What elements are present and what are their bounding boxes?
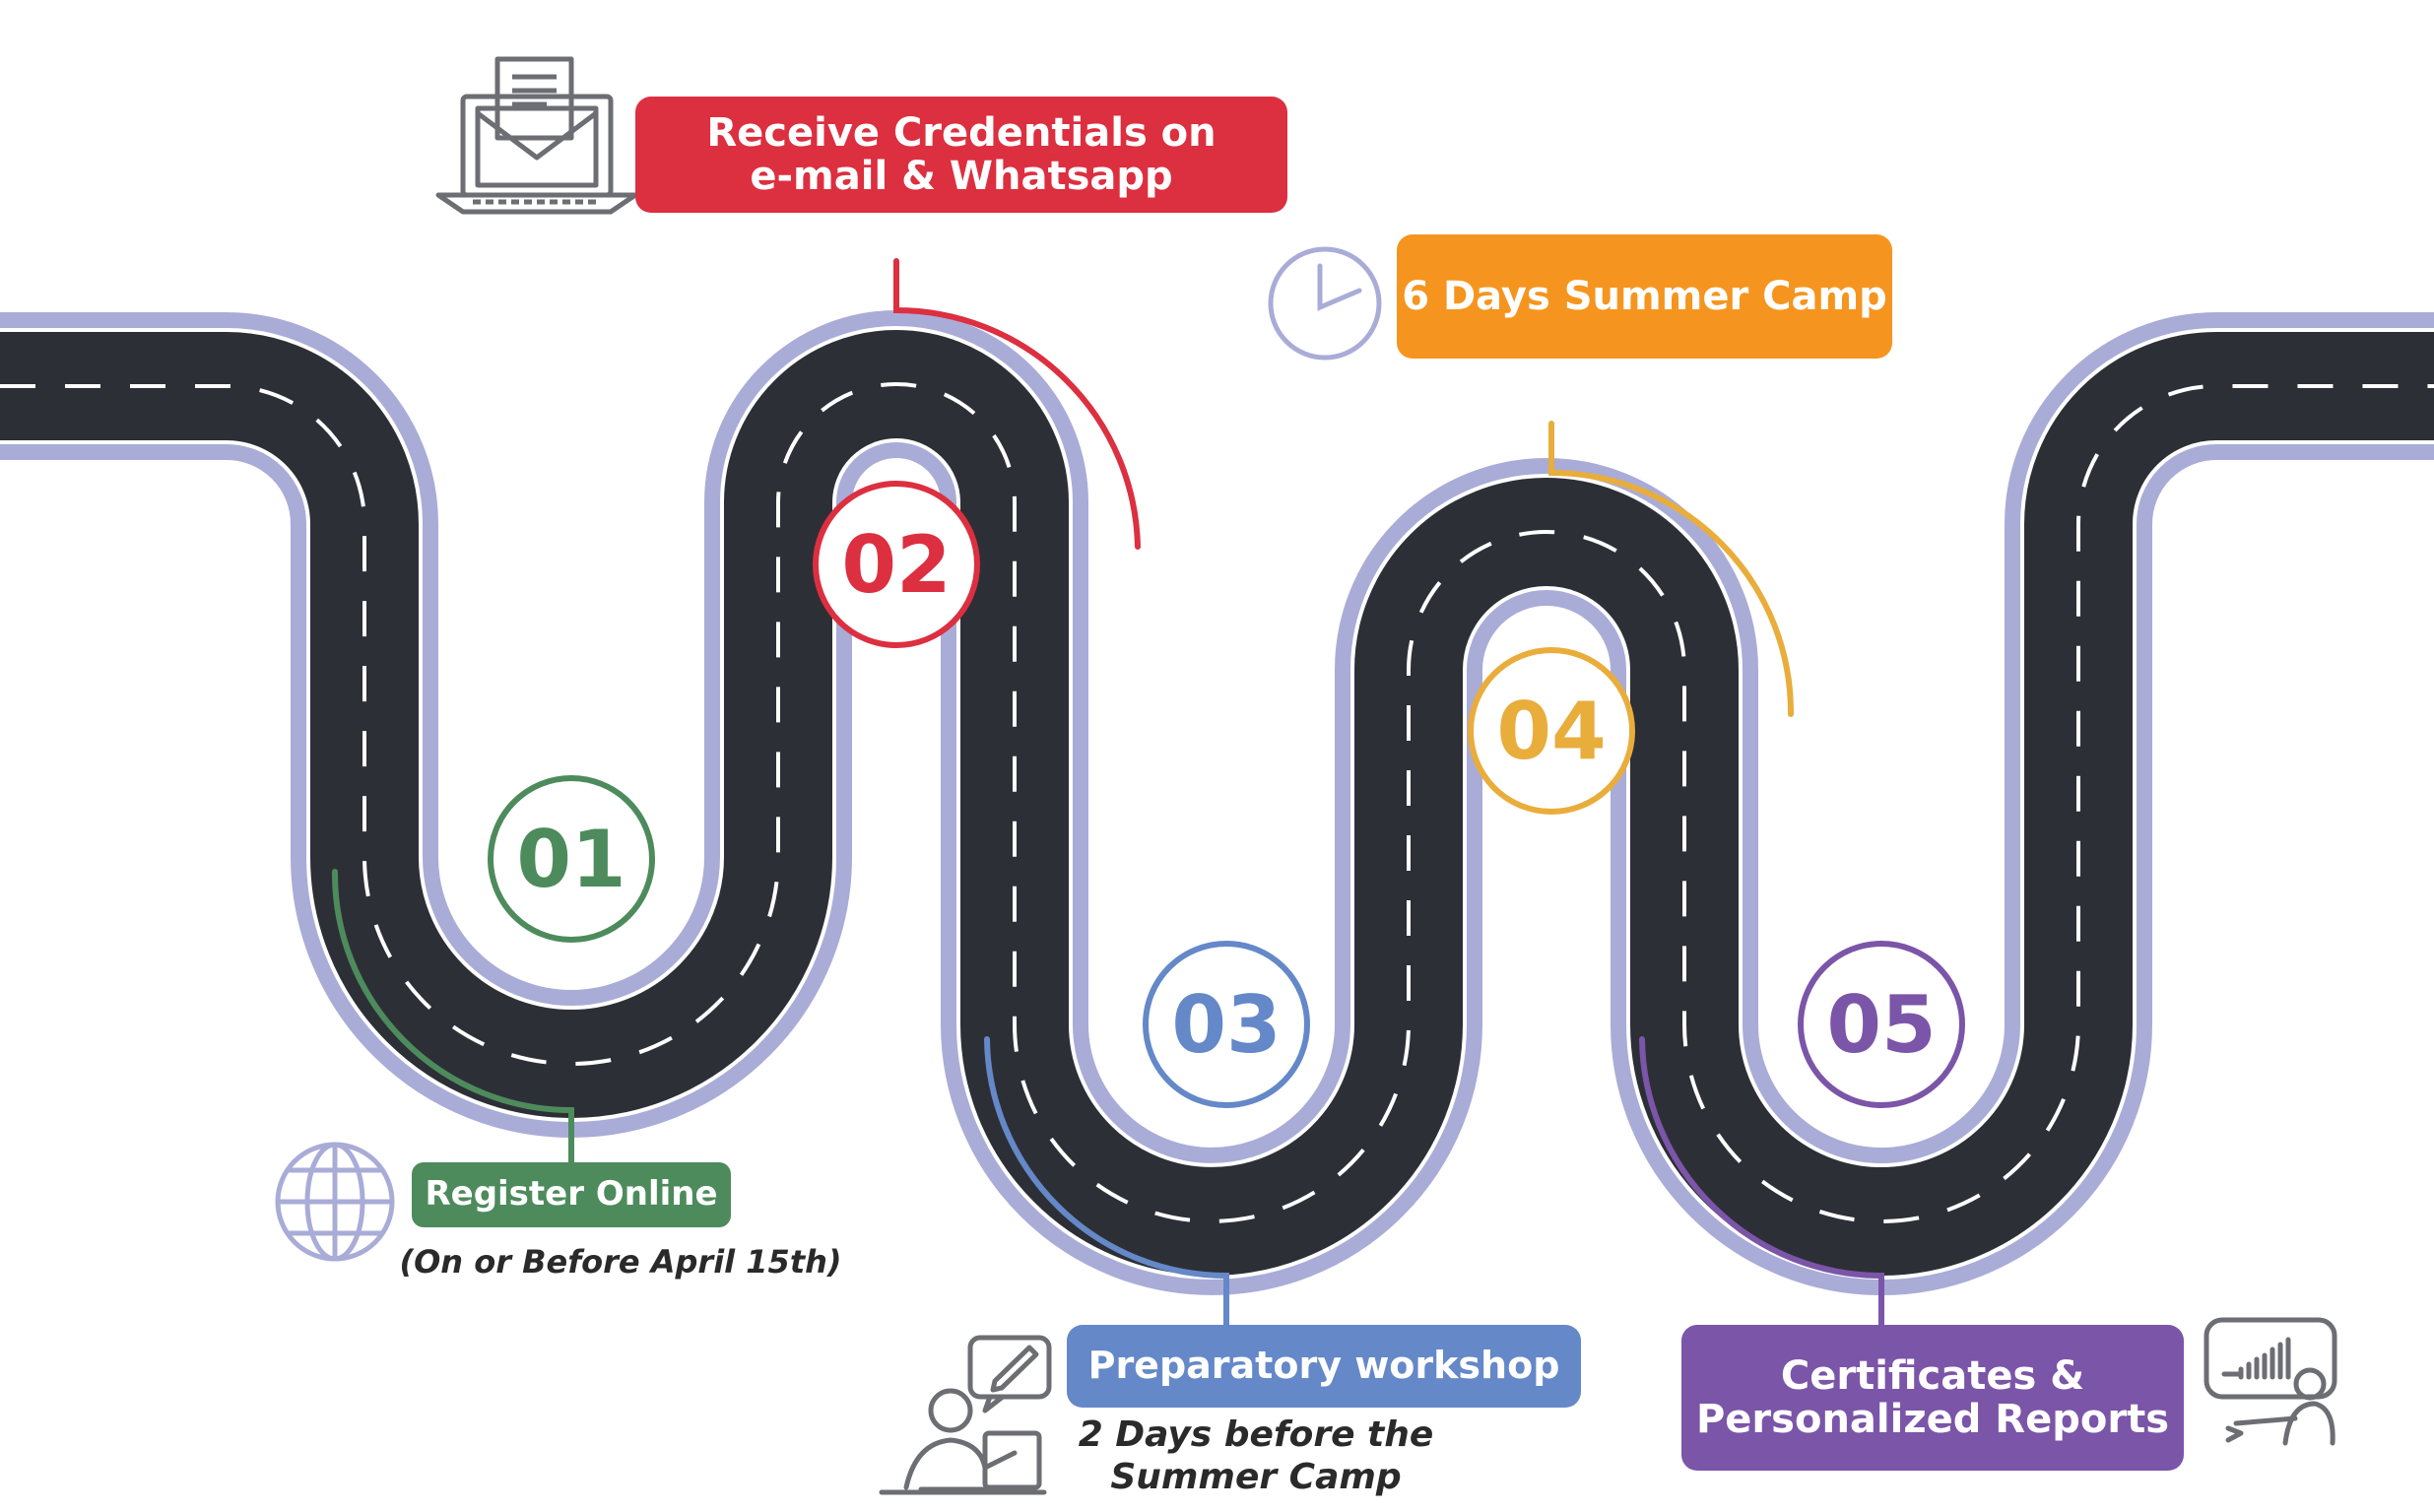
step-title-03: Preparatory workshop: [1087, 1344, 1560, 1388]
step-circle-01: [488, 775, 655, 943]
step-circle-05: [1798, 941, 1965, 1108]
presentation-chart-icon: [2204, 1317, 2337, 1446]
step-circle-04: [1468, 647, 1635, 815]
step-title-05-line-1: Certificates &: [1780, 1353, 2085, 1399]
accent-arc-05: [1639, 1036, 1884, 1328]
step-number-02: 02: [841, 518, 952, 611]
accent-arc-03: [984, 1036, 1229, 1328]
accent-arc-01: [331, 869, 574, 1165]
person-writing-icon: [879, 1335, 1052, 1495]
step-note-03-line-1: 2 Days before the: [1078, 1414, 1434, 1455]
step-note-03-line-2: Summer Camp: [1110, 1457, 1402, 1498]
step-number-01: 01: [516, 813, 626, 905]
step-label-01: Register Online: [412, 1162, 731, 1227]
step-label-05: Certificates & Personalized Reports: [1681, 1325, 2184, 1471]
step-number-05: 05: [1826, 978, 1937, 1071]
road-centre-line: [0, 382, 2434, 1223]
step-title-05-line-2: Personalized Reports: [1695, 1397, 2170, 1442]
clock-icon: [1268, 246, 1382, 361]
accent-arc-02: [893, 258, 1141, 550]
step-title-01: Register Online: [425, 1174, 718, 1215]
laptop-mail-icon: [435, 56, 638, 215]
step-label-02: Receive Credentials on e-mail & Whatsapp: [635, 97, 1287, 213]
step-note-01: (On or Before April 15th): [399, 1243, 842, 1281]
step-title-02-line-1: Receive Credentials on: [706, 110, 1217, 156]
globe-icon: [275, 1142, 395, 1262]
step-circle-02: [813, 481, 980, 648]
accent-arc-04: [1548, 421, 1795, 717]
step-number-04: 04: [1496, 685, 1607, 777]
step-label-04: 6 Days Summer Camp: [1397, 234, 1892, 359]
step-title-04: 6 Days Summer Camp: [1402, 274, 1887, 319]
accent-arcs: [331, 258, 1884, 1328]
step-title-02-line-2: e-mail & Whatsapp: [750, 154, 1173, 199]
road: [0, 310, 2434, 1295]
step-circles: [488, 481, 1965, 1108]
step-circle-03: [1143, 941, 1310, 1108]
step-label-03: Preparatory workshop: [1067, 1325, 1581, 1408]
step-number-03: 03: [1171, 978, 1282, 1071]
step-note-03: 2 Days before the Summer Camp: [1074, 1413, 1438, 1498]
